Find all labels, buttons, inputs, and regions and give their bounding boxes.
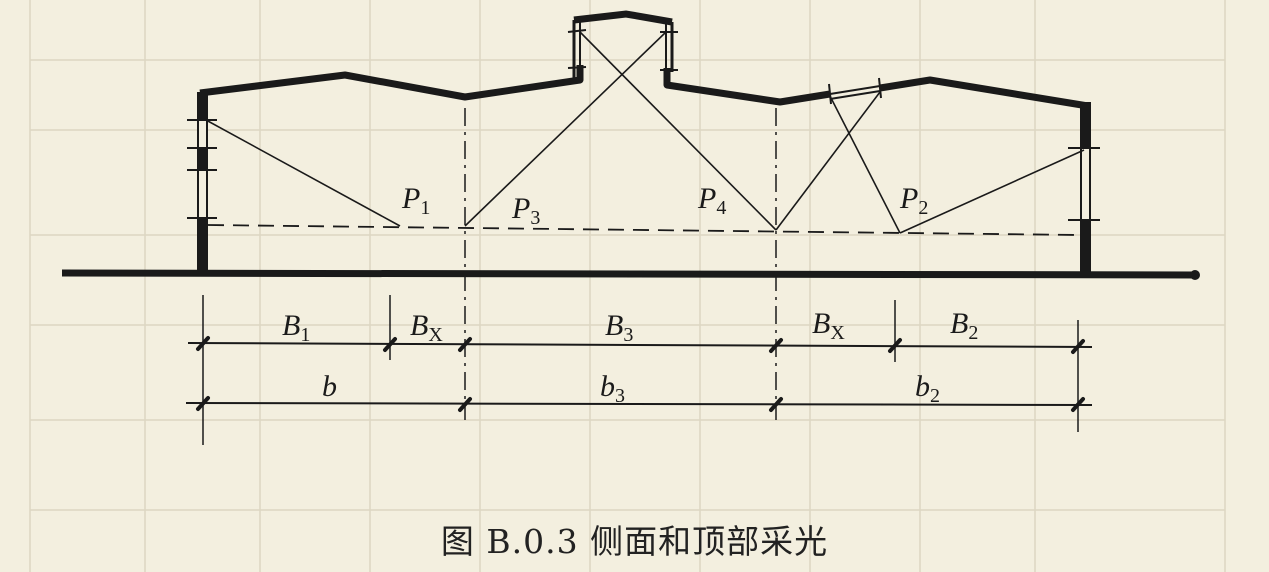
figure-caption: 图 B.0.3 侧面和顶部采光 — [440, 522, 829, 561]
ground-line — [61, 269, 1198, 279]
label-b3: b3 — [600, 370, 625, 407]
dimension-line-row1 — [187, 342, 1093, 348]
roof-skylight-right — [828, 77, 882, 105]
label-p4: P4 — [697, 182, 726, 219]
dimension-line-row2 — [185, 402, 1093, 406]
label-B1: B1 — [282, 309, 310, 346]
label-Bx-left: BX — [410, 309, 443, 346]
work-plane — [207, 224, 1081, 236]
dimension-labels-row2: b b3 b2 — [322, 370, 940, 407]
label-B2: B2 — [950, 307, 978, 344]
ground-end-dot — [1190, 270, 1200, 280]
point-labels: P1 P3 P4 P2 — [401, 182, 928, 229]
left-wall — [187, 92, 217, 270]
label-p1: P1 — [401, 182, 430, 219]
dimension-ticks — [196, 336, 1085, 412]
roof-monitor — [567, 10, 678, 80]
axis-lines — [464, 108, 777, 420]
label-B3: B3 — [605, 309, 633, 346]
label-p2: P2 — [899, 182, 928, 219]
roof-profile — [199, 65, 1089, 110]
label-b: b — [322, 370, 337, 403]
right-wall — [1068, 102, 1100, 272]
extension-lines — [202, 295, 1079, 445]
dimension-labels-row1: B1 BX B3 BX B2 — [282, 307, 978, 346]
label-b2: b2 — [915, 370, 940, 407]
daylight-rays — [205, 31, 1085, 234]
label-Bx-right: BX — [812, 307, 845, 344]
label-p3: P3 — [511, 192, 540, 229]
background-table-ghost — [29, 0, 1226, 572]
